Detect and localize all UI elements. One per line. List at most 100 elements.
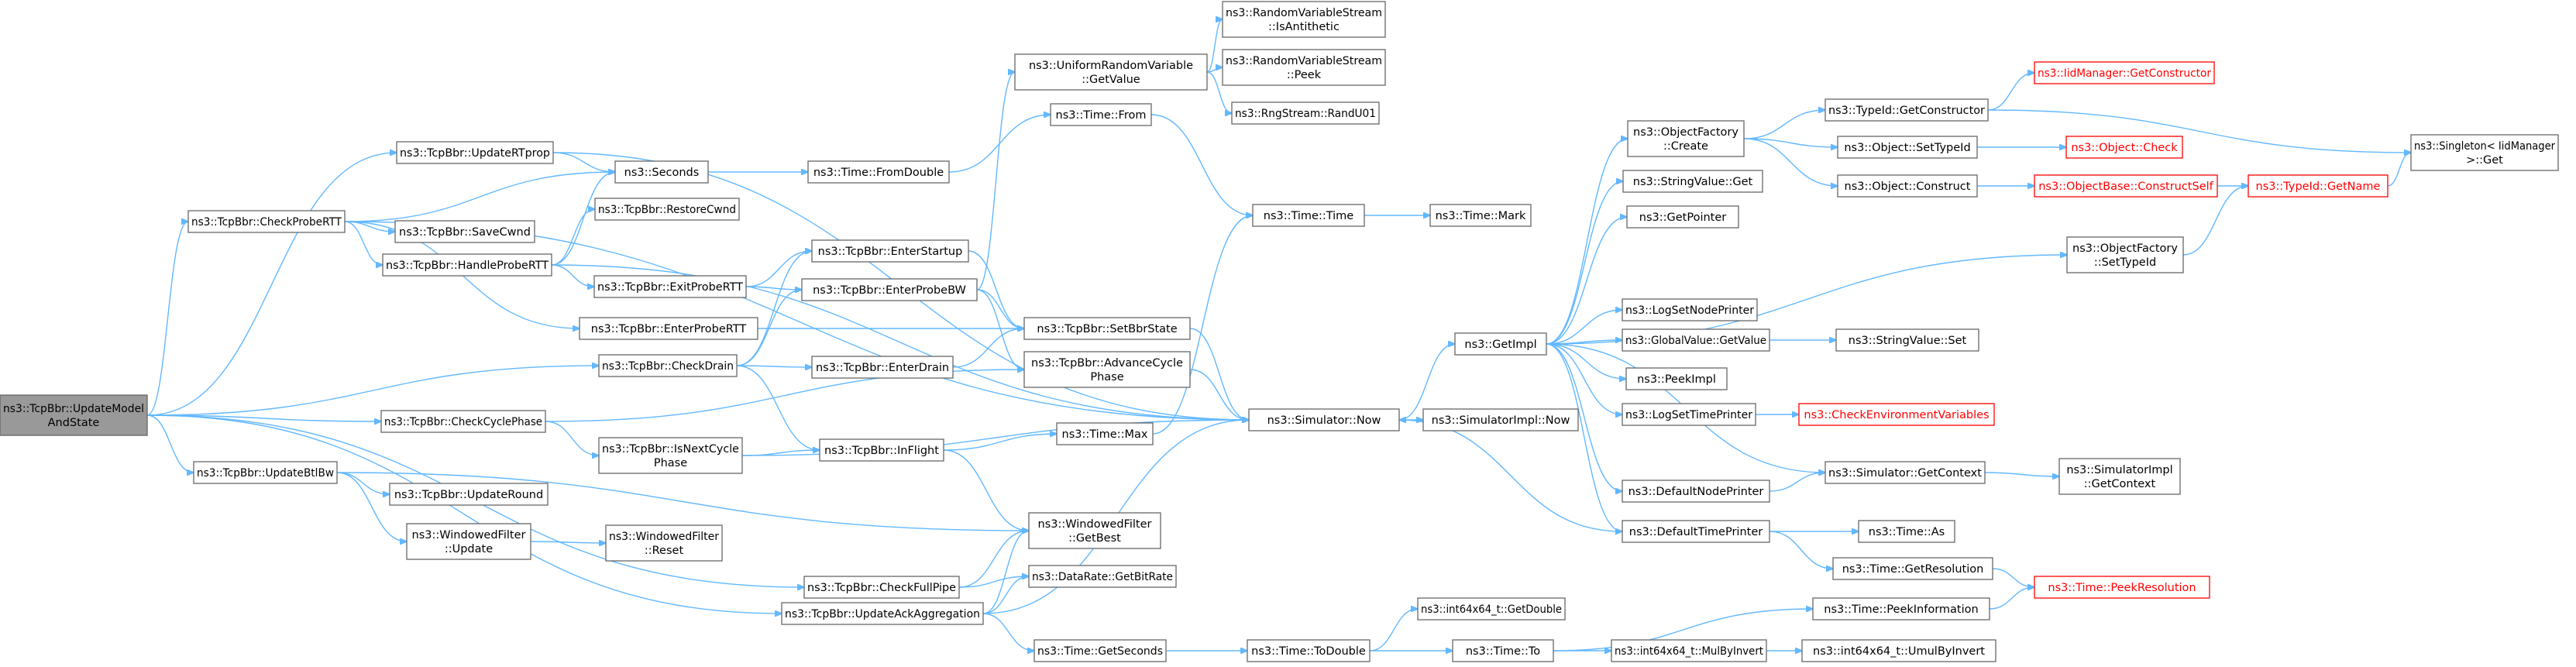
node-box (1622, 403, 1756, 426)
node-box (801, 278, 978, 301)
node-enterProbeBW[interactable]: ns3::TcpBbr::EnterProbeBW (801, 278, 978, 301)
node-getPointer[interactable]: ns3::GetPointer (1626, 205, 1739, 229)
node-saveCwnd[interactable]: ns3::TcpBbr::SaveCwnd (394, 220, 535, 243)
edge-enterProbeBW-to-urvGetValue (976, 72, 1015, 291)
node-timePeekInfo[interactable]: ns3::Time::PeekInformation (1812, 597, 1990, 621)
node-checkCyclePhase[interactable]: ns3::TcpBbr::CheckCyclePhase (380, 410, 546, 433)
node-stringValueGet[interactable]: ns3::StringValue::Get (1622, 170, 1763, 193)
node-box (1023, 317, 1191, 340)
node-setBbrState[interactable]: ns3::TcpBbr::SetBbrState (1023, 317, 1191, 340)
node-defaultTimePrinter[interactable]: ns3::DefaultTimePrinter (1622, 520, 1770, 543)
node-enterDrain[interactable]: ns3::TcpBbr::EnterDrain (811, 356, 954, 379)
node-objFactoryCreate[interactable]: ns3::ObjectFactory::Create (1627, 120, 1745, 157)
node-objectSetTypeId[interactable]: ns3::Object::SetTypeId (1837, 136, 1978, 159)
edge-root-to-checkProbeRTT (146, 222, 188, 416)
node-umulByInvert[interactable]: ns3::int64x64_t::UmulByInvert (1801, 639, 1996, 662)
node-urvGetValue[interactable]: ns3::UniformRandomVariable::GetValue (1014, 53, 1208, 91)
node-handleProbeRTT[interactable]: ns3::TcpBbr::HandleProbeRTT (382, 253, 552, 277)
edge-simNow-to-getImpl (1398, 344, 1455, 421)
node-singletonGet[interactable]: ns3::Singleton< IidManager >::Get (2410, 134, 2559, 171)
edge-urvGetValue-to-randU01 (1206, 71, 1232, 113)
node-label-line: ns3::TypeId::GetName (2256, 181, 2381, 193)
node-getImpl[interactable]: ns3::GetImpl (1454, 332, 1547, 356)
node-label-line: ns3::Time::As (1869, 526, 1945, 538)
node-box (1622, 298, 1758, 321)
node-seconds[interactable]: ns3::Seconds (614, 160, 709, 184)
node-constructSelf[interactable]: ns3::ObjectBase::ConstructSelf (2034, 174, 2218, 198)
node-timeTo[interactable]: ns3::Time::To (1452, 639, 1554, 662)
node-simGetContext[interactable]: ns3::Simulator::GetContext (1825, 461, 1986, 484)
node-objectCheck[interactable]: ns3::Object::Check (2065, 136, 2183, 159)
node-box (396, 141, 554, 164)
node-inFlight[interactable]: ns3::TcpBbr::InFlight (819, 438, 944, 462)
node-isAntithetic[interactable]: ns3::RandomVariableStream::IsAntithetic (1222, 1, 1386, 38)
node-updateBtlBw[interactable]: ns3::TcpBbr::UpdateBtlBw (193, 461, 338, 484)
node-rvsPeek[interactable]: ns3::RandomVariableStream::Peek (1222, 49, 1386, 86)
node-randU01[interactable]: ns3::RngStream::RandU01 (1231, 101, 1380, 125)
node-updateRound[interactable]: ns3::TcpBbr::UpdateRound (389, 483, 549, 506)
node-label-line: ns3::TcpBbr::HandleProbeRTT (386, 260, 549, 272)
edge-updateAckAgg-to-getBitRate (982, 576, 1029, 614)
node-timeAs[interactable]: ns3::Time::As (1858, 520, 1955, 543)
edge-exitProbeRTT-to-enterStartup (745, 251, 812, 287)
node-timeMark[interactable]: ns3::Time::Mark (1429, 204, 1532, 227)
node-timeToDouble[interactable]: ns3::Time::ToDouble (1247, 639, 1371, 662)
node-timePeekResolution[interactable]: ns3::Time::PeekResolution (2034, 576, 2210, 599)
node-int64GetDouble[interactable]: ns3::int64x64_t::GetDouble (1417, 597, 1566, 621)
node-checkFullPipe[interactable]: ns3::TcpBbr::CheckFullPipe (803, 576, 960, 599)
node-checkProbeRTT[interactable]: ns3::TcpBbr::CheckProbeRTT (187, 210, 346, 233)
node-exitProbeRTT[interactable]: ns3::TcpBbr::ExitProbeRTT (593, 275, 747, 298)
node-stringValueSet[interactable]: ns3::StringValue::Set (1835, 328, 1979, 352)
edge-checkDrain-to-enterProbeBW (736, 290, 802, 366)
node-simNow[interactable]: ns3::Simulator::Now (1248, 408, 1400, 431)
edge-handleProbeRTT-to-simNow (551, 264, 1249, 420)
node-timeTime[interactable]: ns3::Time::Time (1252, 204, 1365, 227)
node-box (0, 394, 148, 436)
node-typeIdGetName[interactable]: ns3::TypeId::GetName (2248, 174, 2389, 198)
edge-getImpl-to-stringValueGet (1546, 181, 1623, 345)
node-box (2065, 136, 2183, 159)
node-label-line: ns3::TcpBbr::EnterProbeRTT (591, 323, 747, 335)
node-wfGetBest[interactable]: ns3::WindowedFilter::GetBest (1028, 512, 1161, 549)
node-timeMax[interactable]: ns3::Time::Max (1056, 422, 1154, 445)
node-objFactorySetTypeId[interactable]: ns3::ObjectFactory::SetTypeId (2066, 236, 2184, 273)
node-box (1014, 53, 1208, 91)
node-peekImpl[interactable]: ns3::PeekImpl (1625, 367, 1728, 390)
node-globalValueGetValue[interactable]: ns3::GlobalValue::GetValue (1622, 328, 1770, 352)
node-typeIdGetConstructor[interactable]: ns3::TypeId::GetConstructor (1825, 98, 1989, 122)
node-checkDrain[interactable]: ns3::TcpBbr::CheckDrain (598, 354, 738, 377)
node-box (1222, 1, 1386, 38)
node-wfReset[interactable]: ns3::WindowedFilter::Reset (605, 524, 723, 562)
node-defaultNodePrinter[interactable]: ns3::DefaultNodePrinter (1622, 480, 1770, 503)
node-updateRTprop[interactable]: ns3::TcpBbr::UpdateRTprop (396, 141, 554, 164)
node-restoreCwnd[interactable]: ns3::TcpBbr::RestoreCwnd (594, 198, 740, 221)
node-label-line: ::IsAntithetic (1268, 21, 1340, 33)
node-label-line: ns3::Time::Max (1062, 428, 1148, 441)
edge-getImpl-to-defaultNodePrinter (1546, 343, 1622, 491)
node-mulByInvert[interactable]: ns3::int64x64_t::MulByInvert (1611, 639, 1767, 662)
node-updateAckAgg[interactable]: ns3::TcpBbr::UpdateAckAggregation (781, 602, 984, 625)
node-checkEnvVars[interactable]: ns3::CheckEnvironmentVariables (1798, 403, 1995, 426)
node-timeFromDouble[interactable]: ns3::Time::FromDouble (807, 160, 950, 184)
node-logSetNodePrinter[interactable]: ns3::LogSetNodePrinter (1622, 298, 1758, 321)
node-enterStartup[interactable]: ns3::TcpBbr::EnterStartup (811, 239, 969, 263)
node-label-line: ns3::Time::GetSeconds (1037, 645, 1163, 658)
node-wfUpdate[interactable]: ns3::WindowedFilter::Update (406, 523, 531, 560)
node-iidGetConstructor[interactable]: ns3::IidManager::GetConstructor (2034, 61, 2215, 84)
node-timeGetResolution[interactable]: ns3::Time::GetResolution (1832, 557, 1993, 580)
edge-objFactoryCreate-to-objectSetTypeId (1743, 138, 1838, 147)
node-getBitRate[interactable]: ns3::DataRate::GetBitRate (1028, 565, 1177, 588)
node-timeFrom[interactable]: ns3::Time::From (1050, 103, 1152, 126)
node-simImplNow[interactable]: ns3::SimulatorImpl::Now (1422, 408, 1579, 431)
node-label-line: ns3::DefaultNodePrinter (1628, 486, 1764, 498)
node-label-line: Phase (1090, 371, 1123, 383)
node-objectConstruct[interactable]: ns3::Object::Construct (1837, 174, 1978, 198)
node-box (1417, 597, 1566, 621)
node-timeGetSeconds[interactable]: ns3::Time::GetSeconds (1033, 639, 1167, 662)
node-enterProbeRTT[interactable]: ns3::TcpBbr::EnterProbeRTT (579, 317, 758, 340)
node-logSetTimePrinter[interactable]: ns3::LogSetTimePrinter (1622, 403, 1756, 426)
node-simImplGetContext[interactable]: ns3::SimulatorImpl::GetContext (2058, 458, 2181, 495)
